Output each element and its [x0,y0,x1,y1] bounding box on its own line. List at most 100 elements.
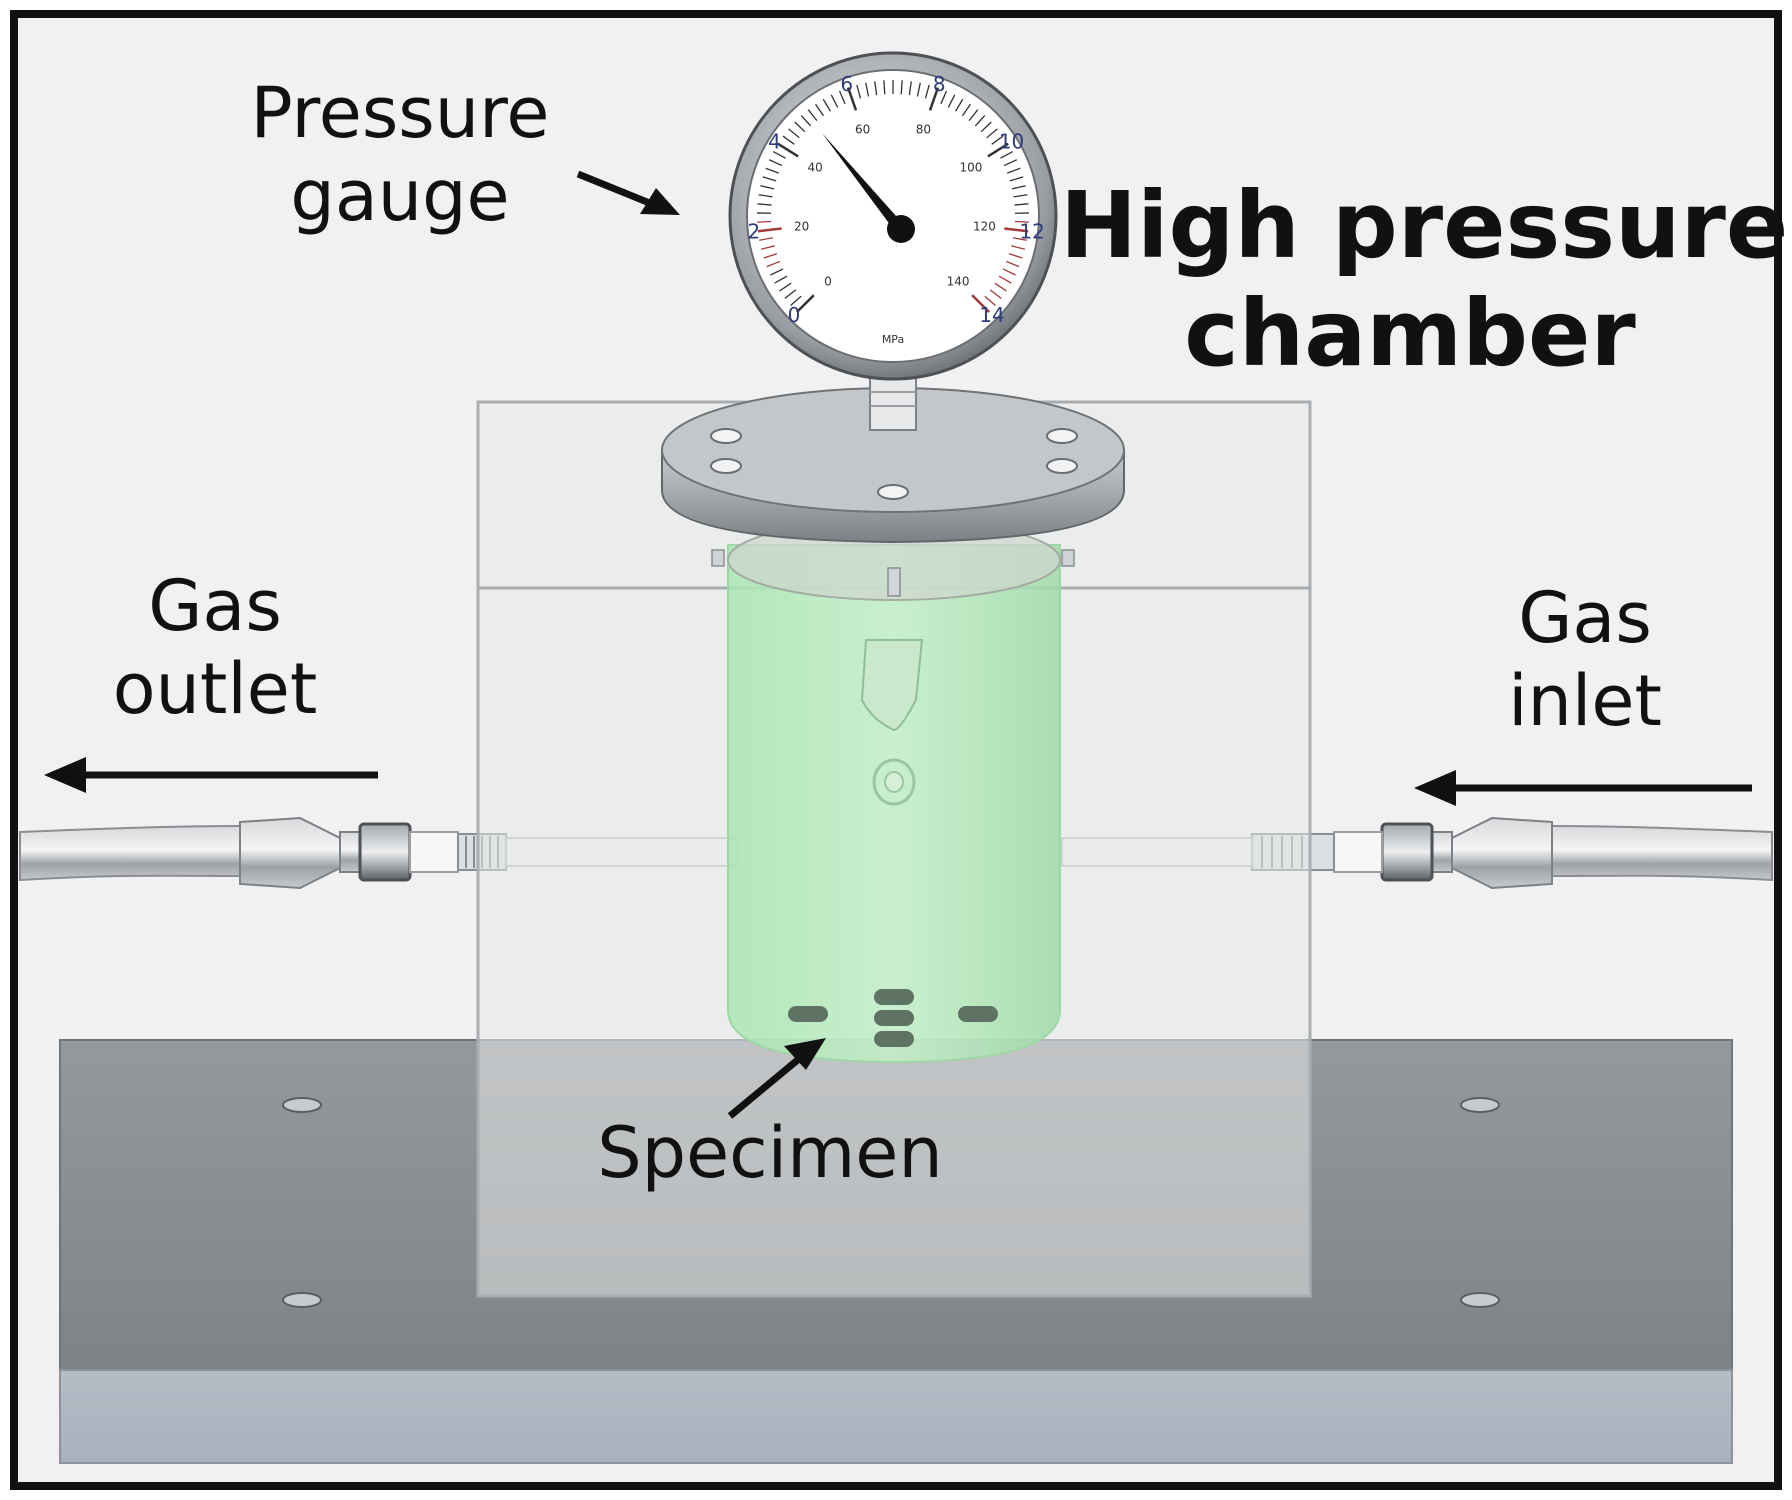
gauge-tick [1011,185,1026,190]
gauge-tick [900,80,903,95]
gauge-tick [759,237,774,241]
gauge-tick [940,90,948,105]
gauge-tick [984,295,996,306]
arrows [44,170,1752,1119]
gauge-outer-numeral: 2 [748,220,761,244]
gauge-tick [1012,237,1027,241]
gauge-inner-numeral: 80 [916,122,931,136]
gauge-tick [762,176,777,182]
gauge-tick [757,227,782,233]
gauge-tick [974,115,986,127]
gauge-tick [928,87,940,111]
gauge-tick [766,260,781,268]
gauge-tick [784,289,797,299]
gauge-inner-numeral: 60 [855,122,870,136]
specimen-pointer-arrow [727,1038,826,1119]
gauge-pointer-arrow [576,170,680,215]
gauge-tick [1011,245,1026,250]
gauge-outer-numeral: 0 [788,303,801,327]
gauge-tick [795,294,815,314]
gauge-tick [760,245,775,250]
gauge-tick [757,203,772,206]
gas-outlet-arrow [44,757,378,793]
gauge-tick [779,282,792,292]
gauge-tick [1008,253,1023,259]
gauge-tick [1004,227,1029,233]
gauge-tick [994,282,1007,292]
gas-inlet-arrow [1414,770,1752,806]
flange-lid [661,387,1125,544]
gauge-inner-numeral: 140 [947,274,970,288]
gauge-tick [874,81,878,96]
gauge-tick [794,121,806,133]
gauge-tick [757,220,772,223]
gauge-tick [1014,220,1029,223]
gauge-tick [961,103,971,117]
gauge-tick [1002,268,1016,276]
gauge-tick [763,253,778,259]
gauge-outer-numeral: 8 [933,72,946,96]
specimens [788,989,998,1047]
gauge-inner-numeral: 20 [794,220,809,234]
gauge-tick [800,115,812,127]
gauge-tick [856,84,862,99]
gauge-tick [924,84,930,99]
gauge-tick [955,98,964,112]
gauge-tick [1003,159,1018,167]
gauge-tick [883,80,886,95]
gauge-tick [788,128,800,139]
specimen-label: Specimen [597,1112,943,1194]
gauge-inner-numeral: 100 [959,160,982,174]
gauge-outer-numeral: 6 [840,72,853,96]
gauge-tick [772,150,786,159]
gauge-tick [908,81,912,96]
gauge-tick [1014,203,1029,206]
gauge-tick [758,194,773,198]
gauge-tick [822,98,831,112]
gauge-tick [790,295,802,306]
gauge-tick [987,142,1009,158]
gauge-inner-numeral: 120 [973,220,996,234]
gauge-inner-numeral: 0 [824,274,832,288]
gauge-tick [968,109,979,122]
gauge-tick [1009,176,1024,182]
gauge-tick [986,128,998,139]
gauge-tick [846,87,858,111]
gauge-tick [774,275,788,284]
gauge-tick [770,268,784,276]
gauge-tick [807,109,818,122]
gauge-outer-numeral: 12 [1019,220,1044,244]
gauge-tick [1005,260,1020,268]
gauge-outer-numeral: 4 [768,130,781,154]
gauge-tick [777,142,799,158]
gauge-inner-numeral: 40 [807,160,822,174]
gauge-tick [830,94,839,108]
gauge-tick [998,275,1012,284]
gauge-tick [916,82,921,97]
gauge-tick [760,185,775,190]
gas-chamber-cylinder [711,519,1075,1064]
gauge-tick [991,135,1004,145]
gauge-tick [1013,194,1028,198]
gauge-tick [765,167,780,174]
gauge-tick [947,94,956,108]
gauge-tick [782,135,795,145]
gauge-tick [865,82,870,97]
gauge-unit-label: MPa [882,333,904,346]
gauge-tick [971,294,991,314]
gauge-tick [768,159,783,167]
gauge-tick [838,90,846,105]
gauge-outer-numeral: 10 [999,130,1024,154]
gauge-tick [1006,167,1021,174]
gauge-stem [869,377,917,431]
gauge-tick [989,289,1002,299]
gauge-tick [1000,150,1014,159]
gauge-outer-numeral: 14 [979,303,1004,327]
